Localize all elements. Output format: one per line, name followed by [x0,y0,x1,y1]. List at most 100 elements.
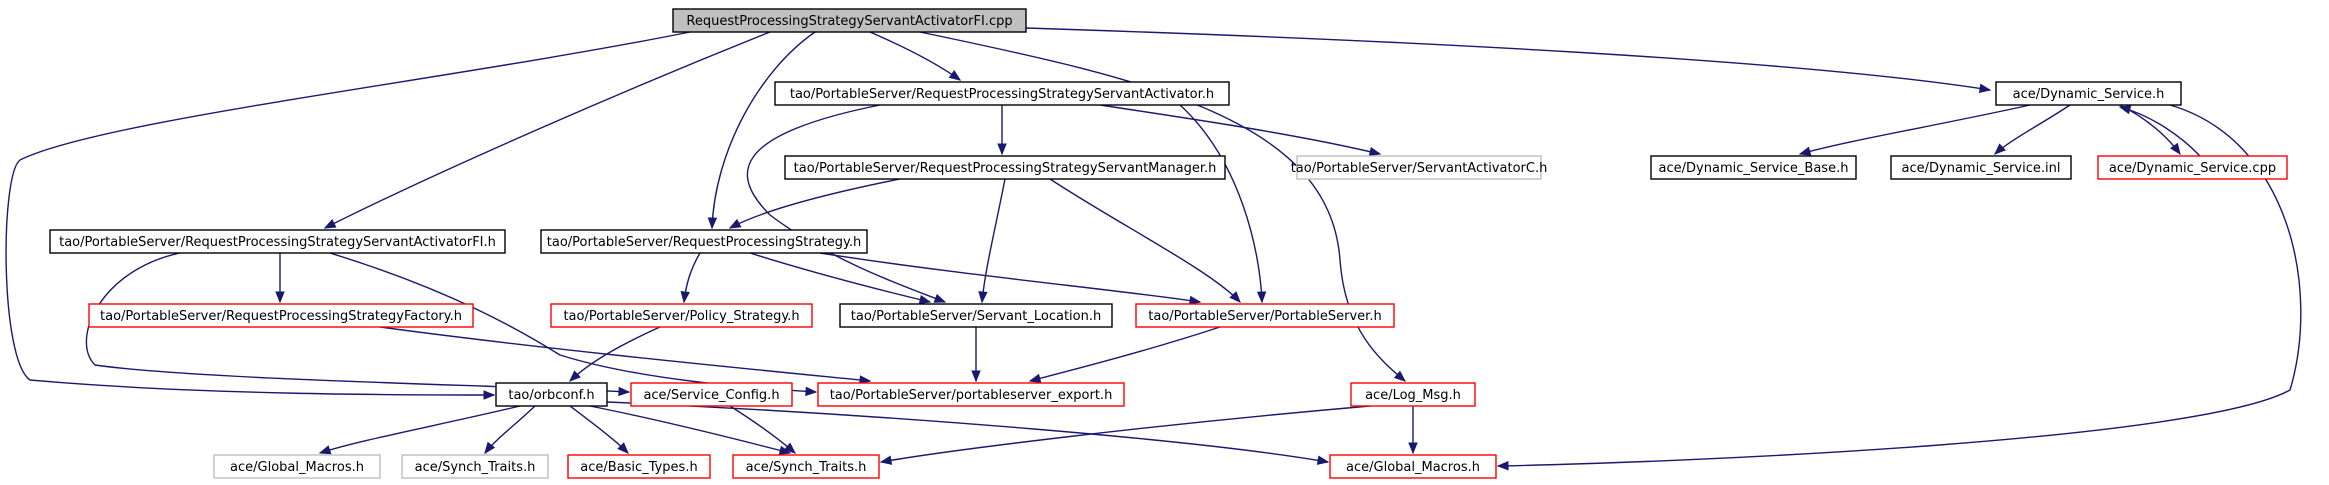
edge-fi-to-rps-factory-h [275,253,285,304]
node-policy-strategy-h[interactable]: tao/PortableServer/Policy_Strategy.h [550,303,813,328]
edge-rpssm-to-portableserver-h [1049,178,1241,303]
edge-rps-to-servant-location-h [749,252,932,305]
node-rps-factory-h[interactable]: tao/PortableServer/RequestProcessingStra… [88,303,474,328]
edge-cpp-to-rps-servant-activator-h [869,31,962,81]
edge-arrowhead [805,386,818,397]
edge-line [711,31,816,229]
edge-arrowhead [484,441,496,455]
node-label: tao/PortableServer/RequestProcessingStra… [100,309,462,324]
edge-line [981,178,1006,303]
edge-line [569,405,629,454]
node-label: ace/Dynamic_Service.inl [1902,161,2061,176]
node-dynamic-service-inl[interactable]: ace/Dynamic_Service.inl [1890,155,2072,180]
node-servant-activator-c-h: tao/PortableServer/ServantActivatorC.h [1291,155,1548,180]
edge-arrowhead [680,291,690,304]
node-global-macros-h[interactable]: ace/Global_Macros.h [1329,454,1497,479]
node-orbconf-h[interactable]: tao/orbconf.h [495,382,608,407]
node-rps-servant-activator-fi-h[interactable]: tao/PortableServer/RequestProcessingStra… [49,229,506,254]
edge-arrowhead [1368,146,1382,157]
edge-arrowhead [1028,373,1042,383]
node-portableserver-h[interactable]: tao/PortableServer/PortableServer.h [1135,303,1395,328]
node-dynamic-service-cpp[interactable]: ace/Dynamic_Service.cpp [2097,155,2288,180]
edge-line [319,405,521,454]
node-label: tao/PortableServer/portableserver_export… [830,388,1113,403]
edge-orbconf-to-synch-traits-external [484,405,536,455]
edge-servant-location-to-export-h [971,327,981,383]
edge-arrowhead [323,219,337,229]
edge-line [746,104,946,303]
edge-line [1497,104,2302,467]
node-servant-location-h[interactable]: tao/PortableServer/Servant_Location.h [839,303,1113,328]
node-rps-servant-activator-h[interactable]: tao/PortableServer/RequestProcessingStra… [774,81,1230,106]
node-label: tao/PortableServer/RequestProcessingStra… [790,87,1214,102]
edge-cpp-to-rps-h [707,31,816,230]
edge-arrowhead [971,370,981,383]
edge-arrowhead [978,291,988,304]
edge-arrowhead [707,217,718,230]
edge-arrowhead [1229,291,1241,303]
node-label: ace/Global_Macros.h [230,460,364,475]
edge-ds-to-ds-inl [1994,104,2071,155]
edge-arrowhead [2170,142,2181,156]
node-label: ace/Synch_Traits.h [746,460,867,475]
node-label: ace/Service_Config.h [643,388,779,403]
node-label: tao/PortableServer/RequestProcessingStra… [547,235,861,250]
edge-line [324,31,771,229]
edge-line [1025,27,1991,91]
node-log-msg-h[interactable]: ace/Log_Msg.h [1350,382,1476,407]
edge-orbconf-to-global-macros-external [318,405,521,455]
node-label: ace/Basic_Types.h [580,460,697,475]
edge-rpssa-to-servant-activator-c [1099,104,1382,157]
node-service-config-h[interactable]: ace/Service_Config.h [630,382,793,407]
node-label: ace/Dynamic_Service.h [2013,87,2165,102]
edge-cpp-to-rps-servant-activator-fi-h [323,31,771,229]
edge-line [1994,104,2071,155]
edge-line [1029,326,1221,382]
edge-line [379,326,871,382]
node-dynamic-service-base-h[interactable]: ace/Dynamic_Service_Base.h [1650,155,1857,180]
edge-rpssa-to-servant-location-h [746,104,947,303]
node-rps-h[interactable]: tao/PortableServer/RequestProcessingStra… [540,229,868,254]
edge-arrowhead [618,386,631,397]
node-label: tao/PortableServer/Policy_Strategy.h [563,309,799,324]
edge-arrowhead [569,370,581,382]
node-label: RequestProcessingStrategyServantActivato… [686,14,1012,29]
node-label: tao/PortableServer/ServantActivatorC.h [1291,161,1548,176]
edge-line [606,401,1329,463]
edge-arrowhead [1188,295,1202,306]
edge-log-msg-to-synch-traits [879,405,1371,465]
edge-cpp-to-dynamic-service-h [1025,27,1992,94]
node-label: ace/Dynamic_Service.cpp [2109,161,2276,176]
edges [5,27,2302,471]
edge-arrowhead [933,293,947,303]
edge-ds-to-ds-base [1798,104,2031,156]
edge-arrowhead [997,143,1007,156]
node-label: ace/Synch_Traits.h [415,460,536,475]
edge-arrowhead [783,442,797,454]
node-label: tao/orbconf.h [508,388,594,403]
edge-line [1179,104,1263,303]
edge-orbconf-to-basic-types [569,405,629,454]
node-label: ace/Global_Macros.h [1346,460,1480,475]
edge-orbconf-to-global-macros [606,401,1330,465]
edge-arrowhead [728,218,742,229]
edge-rps-to-policy-strategy-h [680,252,701,304]
node-rps-servant-manager-h[interactable]: tao/PortableServer/RequestProcessingStra… [784,155,1226,180]
edge-arrowhead [879,455,893,465]
edge-arrowhead [275,291,285,304]
edge-line [1799,104,2031,155]
edge-rps-to-portableserver-h [819,252,1202,306]
edge-arrowhead [483,390,496,400]
edge-arrowhead [617,442,629,454]
edge-line [1049,178,1241,303]
edge-service-config-to-synch-traits [729,405,797,454]
edge-line [1099,104,1381,155]
node-dynamic-service-h[interactable]: ace/Dynamic_Service.h [1995,81,2182,106]
node-basic-types-h[interactable]: ace/Basic_Types.h [567,454,711,479]
edge-line [589,405,791,454]
node-label: tao/PortableServer/RequestProcessingStra… [59,235,496,250]
node-synch-traits-h[interactable]: ace/Synch_Traits.h [732,454,880,479]
edge-rpssm-to-servant-location-h [978,178,1006,304]
node-global-macros-h-external: ace/Global_Macros.h [213,454,381,479]
node-portableserver-export-h[interactable]: tao/PortableServer/portableserver_export… [817,382,1125,407]
